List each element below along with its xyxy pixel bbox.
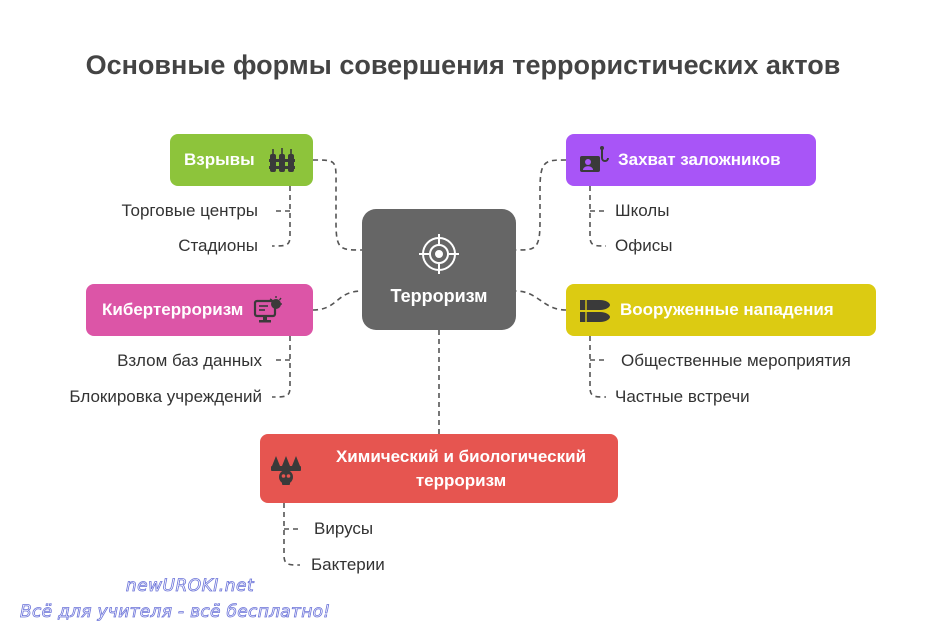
branch-armed-label: Вооруженные нападения — [620, 300, 834, 319]
hostages-item-2: Офисы — [615, 236, 673, 255]
watermark-site: newUROKI.net — [125, 576, 255, 597]
branch-cyber[interactable]: Кибертерроризм — [86, 284, 313, 336]
center-node[interactable]: Терроризм — [362, 209, 516, 330]
computer-virus-icon — [254, 296, 283, 323]
connector-cyber — [312, 290, 363, 311]
branch-explosions-label: Взрывы — [184, 150, 255, 169]
connector-cyber-items — [271, 336, 291, 398]
branch-cyber-label: Кибертерроризм — [102, 300, 244, 319]
hostage-hook-icon — [580, 146, 609, 172]
branch-hostages-label: Захват заложников — [618, 150, 781, 169]
biohazard-skull-icon — [271, 455, 301, 485]
armed-item-1: Общественные мероприятия — [621, 351, 851, 370]
connector-hostages-items — [589, 186, 607, 247]
dynamite-icon — [268, 148, 295, 172]
connector-chembio-items — [283, 503, 301, 566]
chembio-item-1: Вирусы — [314, 519, 374, 538]
explosions-item-1: Торговые центры — [121, 201, 258, 220]
connector-hostages — [515, 159, 567, 251]
center-label: Терроризм — [390, 286, 488, 306]
crosshair-icon — [419, 234, 459, 274]
explosions-item-2: Стадионы — [178, 236, 258, 255]
branch-explosions[interactable]: Взрывы — [170, 134, 313, 186]
branch-armed[interactable]: Вооруженные нападения — [566, 284, 876, 336]
watermark-slogan: Всё для учителя - всё бесплатно! — [20, 602, 331, 623]
chembio-item-2: Бактерии — [311, 555, 385, 574]
cyber-item-2: Блокировка учреждений — [69, 387, 262, 406]
branch-chembio[interactable]: Химический и биологический терроризм — [260, 434, 618, 503]
connector-explosions-items — [271, 186, 291, 247]
connector-explosions — [312, 159, 363, 251]
branch-chembio-label-line2: терроризм — [415, 470, 507, 490]
bullets-icon — [580, 300, 610, 322]
armed-item-2: Частные встречи — [615, 387, 750, 406]
connector-armed-items — [589, 336, 607, 398]
cyber-item-1: Взлом баз данных — [117, 351, 262, 370]
hostages-item-1: Школы — [615, 201, 670, 220]
branch-hostages[interactable]: Захват заложников — [566, 134, 816, 186]
connector-armed — [515, 290, 567, 311]
page-title: Основные формы совершения террористическ… — [85, 50, 841, 80]
branch-chembio-label-line1: Химический и биологический — [335, 446, 587, 466]
